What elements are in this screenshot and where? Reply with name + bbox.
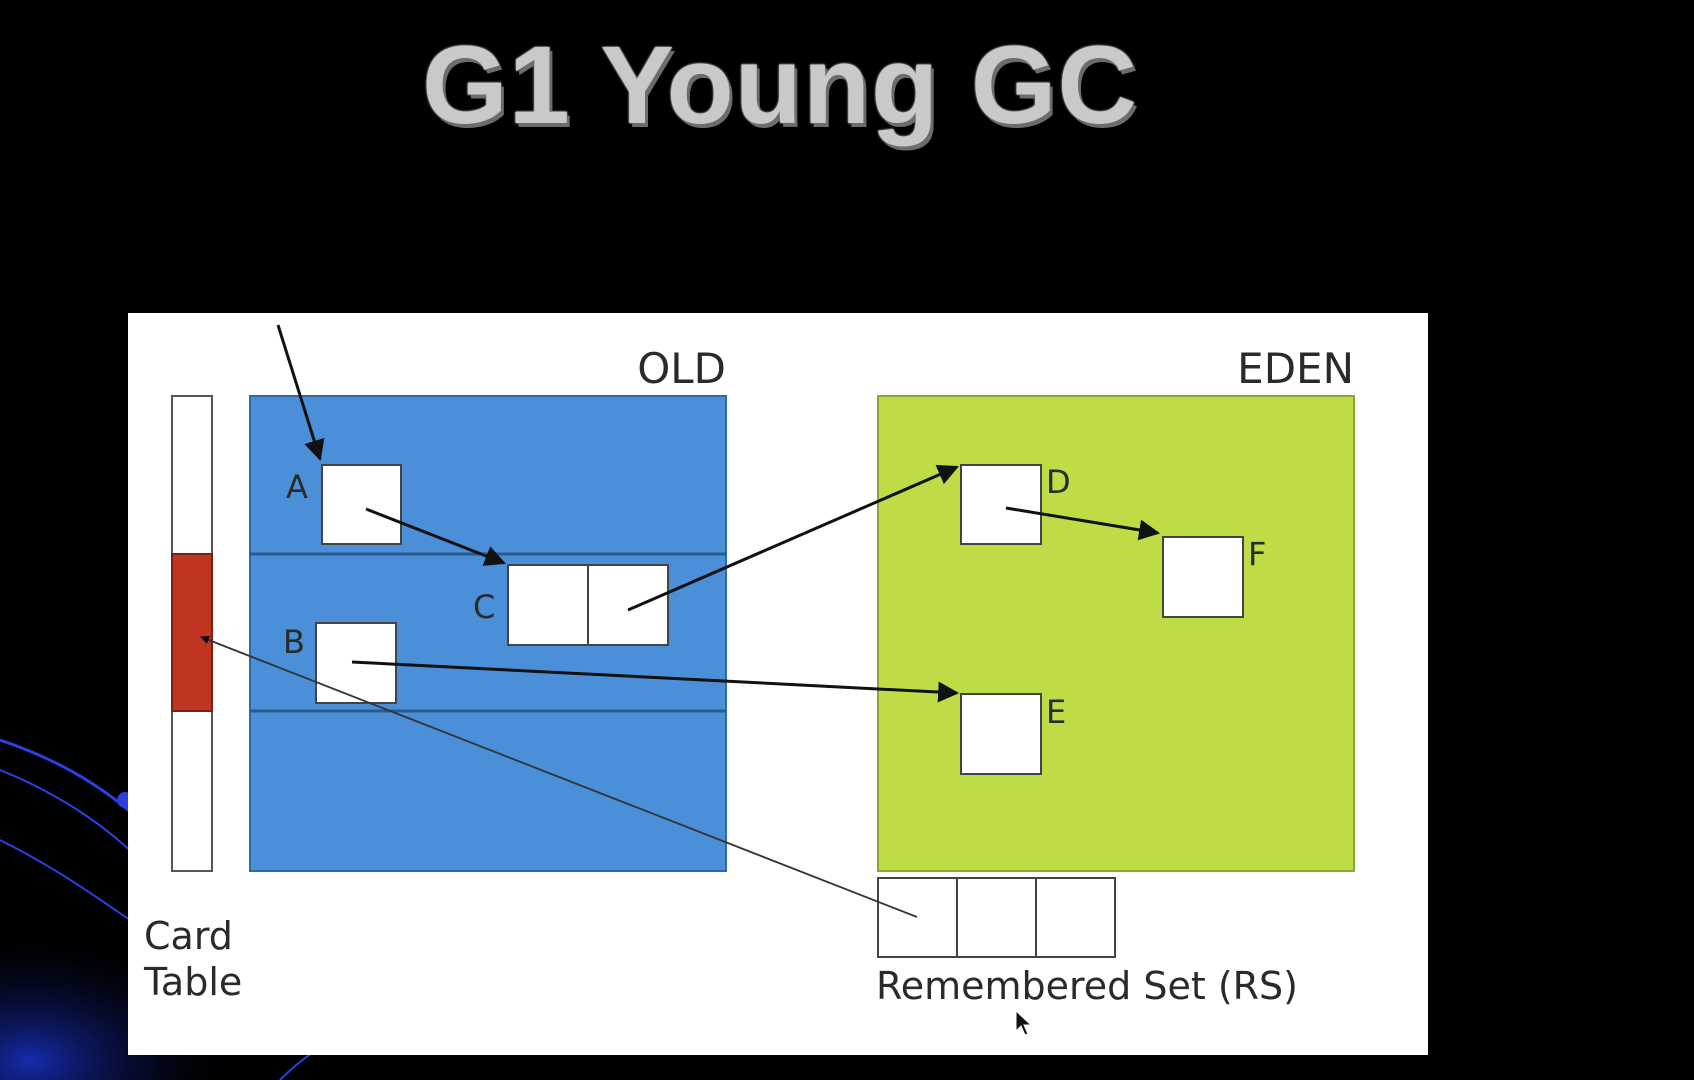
- g1-young-gc-diagram: OLD EDEN Card Table A B C D E F Remember…: [143, 324, 1355, 1036]
- object-a: [321, 464, 402, 545]
- eden-region-label: EDEN: [1237, 344, 1354, 393]
- dirty-card: [171, 553, 213, 712]
- object-a-label: A: [286, 468, 308, 506]
- rs-to-card-arrow: [200, 635, 918, 918]
- remembered-set-cell-3: [1035, 877, 1116, 958]
- remembered-set-cell-1: [877, 877, 958, 958]
- object-c-cell-2: [587, 564, 669, 646]
- object-d-label: D: [1046, 463, 1071, 501]
- d-to-f-arrow: [1005, 506, 1161, 541]
- object-f: [1162, 536, 1244, 618]
- object-e-label: E: [1046, 693, 1066, 731]
- object-c-cell-1: [507, 564, 589, 646]
- eden-region: [877, 395, 1355, 872]
- object-b-label: B: [283, 623, 305, 661]
- object-f-label: F: [1248, 535, 1266, 573]
- remembered-set-cell-2: [956, 877, 1037, 958]
- root-to-a-arrow: [276, 324, 325, 462]
- old-region-label: OLD: [637, 344, 726, 393]
- c-to-d-arrow: [627, 464, 959, 612]
- mouse-cursor-icon: [1015, 1009, 1033, 1036]
- remembered-set-label: Remembered Set (RS): [876, 964, 1298, 1008]
- slide-title: G1 Young GC: [422, 24, 1138, 147]
- object-d: [960, 464, 1042, 545]
- a-to-c-arrow: [365, 507, 506, 566]
- object-e: [960, 693, 1042, 775]
- object-c-label: C: [473, 588, 495, 626]
- card-table-label-line2: Table: [143, 960, 242, 1004]
- b-to-e-arrow: [351, 660, 960, 703]
- card-table-label-line1: Card: [144, 914, 233, 958]
